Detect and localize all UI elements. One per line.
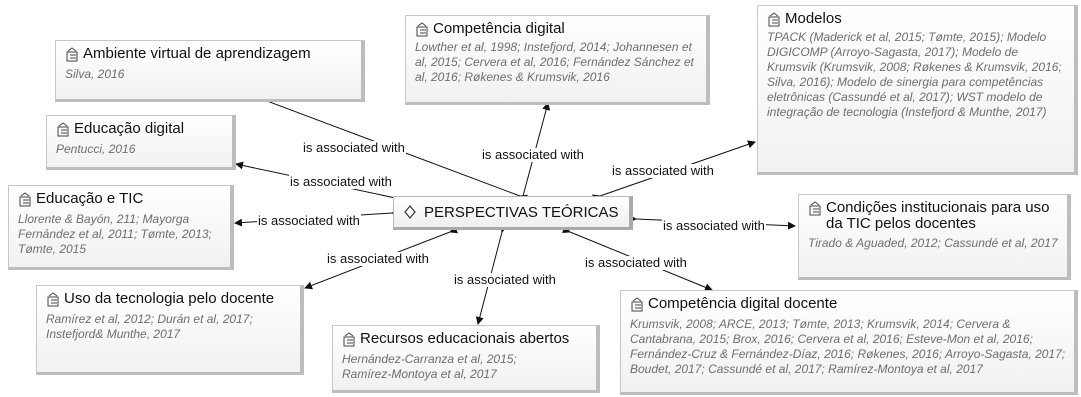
edge-label-competencia: is associated with (481, 147, 585, 162)
node-modelos[interactable]: Modelos TPACK (Maderick et al, 2015; Tøm… (757, 5, 1078, 175)
node-title: Competência digital docente (648, 295, 838, 312)
node-refs: TPACK (Maderick et al, 2015; Tømte, 2015… (767, 30, 1062, 119)
node-recursos[interactable]: Recursos educacionais abertos Hernández-… (332, 325, 600, 393)
node-title: Competência digital (433, 20, 565, 37)
node-refs: Ramírez et al, 2012; Durán et al, 2017; … (46, 312, 253, 341)
node-title: Uso da tecnologia pelo docente (64, 290, 275, 307)
node-title: Ambiente virtual de aprendizagem (83, 45, 311, 62)
node-educacao-tic[interactable]: Educação e TIC Llorente & Bayón, 211; Ma… (8, 185, 234, 270)
edge-label-ambiente: is associated with (302, 140, 406, 155)
node-competencia-docente[interactable]: Competência digital docente Krumsvik, 20… (620, 290, 1078, 395)
document-icon (631, 297, 643, 312)
node-refs: Hernández-Carranza et al, 2015; Ramírez-… (342, 352, 517, 381)
node-title: Recursos educacionais abertos (360, 330, 570, 347)
node-condicoes[interactable]: Condições institucionais para uso da TIC… (798, 194, 1071, 280)
central-node-title: PERSPECTIVAS TEÓRICAS (424, 203, 619, 221)
node-refs: Tirado & Aguaded, 2012; Cassundé et al, … (808, 236, 1058, 250)
node-educacao-digital[interactable]: Educação digital Pentucci, 2016 (46, 115, 236, 170)
node-refs: Llorente & Bayón, 211; Mayorga Fernández… (18, 212, 212, 256)
document-icon (768, 12, 780, 27)
node-ambiente[interactable]: Ambiente virtual de aprendizagem Silva, … (55, 40, 365, 102)
node-title: Condições institucionais para uso da TIC… (826, 199, 1050, 232)
central-node[interactable]: PERSPECTIVAS TEÓRICAS (393, 196, 633, 230)
document-icon (416, 22, 428, 37)
edge-label-modelos: is associated with (611, 163, 715, 178)
node-refs: Lowther et al, 1998; Instefjord, 2014; J… (415, 40, 694, 84)
document-icon (57, 122, 69, 137)
node-refs: Krumsvik, 2008; ARCE, 2013; Tømte, 2013;… (630, 317, 1066, 376)
node-title: Educação e TIC (36, 190, 144, 207)
document-icon (809, 201, 821, 216)
node-refs: Silva, 2016 (65, 67, 125, 81)
document-icon (343, 332, 355, 347)
node-competencia[interactable]: Competência digital Lowther et al, 1998;… (405, 15, 710, 105)
edge-label-educacao-tic: is associated with (257, 213, 361, 228)
node-uso-tecnologia[interactable]: Uso da tecnologia pelo docente Ramírez e… (36, 285, 304, 375)
node-title: Educação digital (74, 120, 185, 137)
edge-label-condicoes: is associated with (662, 218, 766, 233)
document-icon (19, 192, 31, 207)
edge-label-educacao-digital: is associated with (289, 174, 393, 189)
document-icon (66, 47, 78, 62)
node-refs: Pentucci, 2016 (56, 142, 136, 156)
diamond-icon (404, 205, 416, 219)
edge-label-uso-tecnologia: is associated with (326, 251, 430, 266)
edge-label-recursos: is associated with (453, 272, 557, 287)
document-icon (47, 292, 59, 307)
node-title: Modelos (785, 10, 842, 27)
edge-label-competencia-docente: is associated with (584, 255, 688, 270)
